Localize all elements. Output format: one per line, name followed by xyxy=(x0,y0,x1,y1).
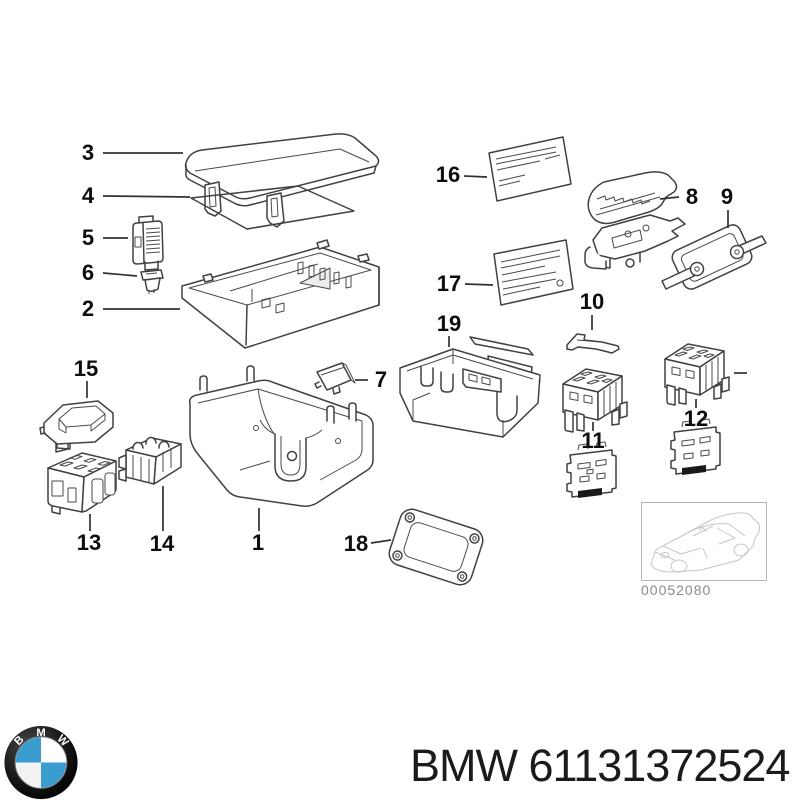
callout-12: 12 xyxy=(683,406,709,431)
part-12-socket-drawing xyxy=(664,343,730,406)
callout-19: 19 xyxy=(436,311,462,336)
part-10-strip-drawing xyxy=(566,333,620,354)
part-5-relay-drawing xyxy=(132,215,164,271)
part-11-socket-drawing xyxy=(562,368,628,433)
part-19-insert-drawing xyxy=(399,336,541,438)
bmw-logo-letter-m: M xyxy=(36,727,45,739)
callout-2: 2 xyxy=(81,296,95,321)
part-number-title: BMW 61131372524 xyxy=(410,740,791,792)
part-13-module-drawing xyxy=(47,440,117,515)
part-17-sticker-drawing xyxy=(493,239,574,306)
callout-15: 15 xyxy=(73,356,99,381)
part-15-cover-drawing xyxy=(39,400,114,450)
bmw-logo-icon: B M W xyxy=(4,725,78,800)
callout-10: 10 xyxy=(579,289,605,314)
part-8-holder-drawing xyxy=(584,171,686,270)
callout-14: 14 xyxy=(149,531,175,556)
part-4-seal-drawing xyxy=(190,185,355,230)
callout-leader-lines xyxy=(86,152,747,544)
part-16-sticker-drawing xyxy=(488,136,572,202)
callout-9: 9 xyxy=(720,184,734,209)
callout-17: 17 xyxy=(436,271,462,296)
callout-11: 11 xyxy=(581,428,605,453)
part-11-plug-drawing xyxy=(566,441,617,498)
thumbnail-code: 00052080 xyxy=(641,582,712,598)
callout-8: 8 xyxy=(685,184,699,209)
part-7-flap-drawing xyxy=(314,362,356,395)
part-2-insert-drawing xyxy=(181,239,380,349)
part-12-plug-drawing xyxy=(670,418,721,475)
callout-5: 5 xyxy=(81,225,95,250)
part-number: 61131372524 xyxy=(528,740,791,791)
callout-13: 13 xyxy=(76,530,102,555)
brand-name: BMW xyxy=(410,740,518,791)
callout-1: 1 xyxy=(251,530,265,555)
callout-6: 6 xyxy=(81,260,95,285)
part-1-housing-drawing xyxy=(188,365,374,507)
part-6-fuse-drawing xyxy=(140,269,164,294)
part-18-gasket-drawing xyxy=(388,508,484,586)
callout-18: 18 xyxy=(343,531,369,556)
part-9-connector-drawing xyxy=(661,224,767,290)
callout-3: 3 xyxy=(81,140,95,165)
part-3-lid-drawing xyxy=(184,133,380,228)
callout-16: 16 xyxy=(435,162,461,187)
callout-7: 7 xyxy=(374,367,388,392)
vehicle-thumbnail xyxy=(641,502,767,581)
callout-4: 4 xyxy=(81,183,95,208)
part-14-connector-drawing xyxy=(118,436,182,485)
